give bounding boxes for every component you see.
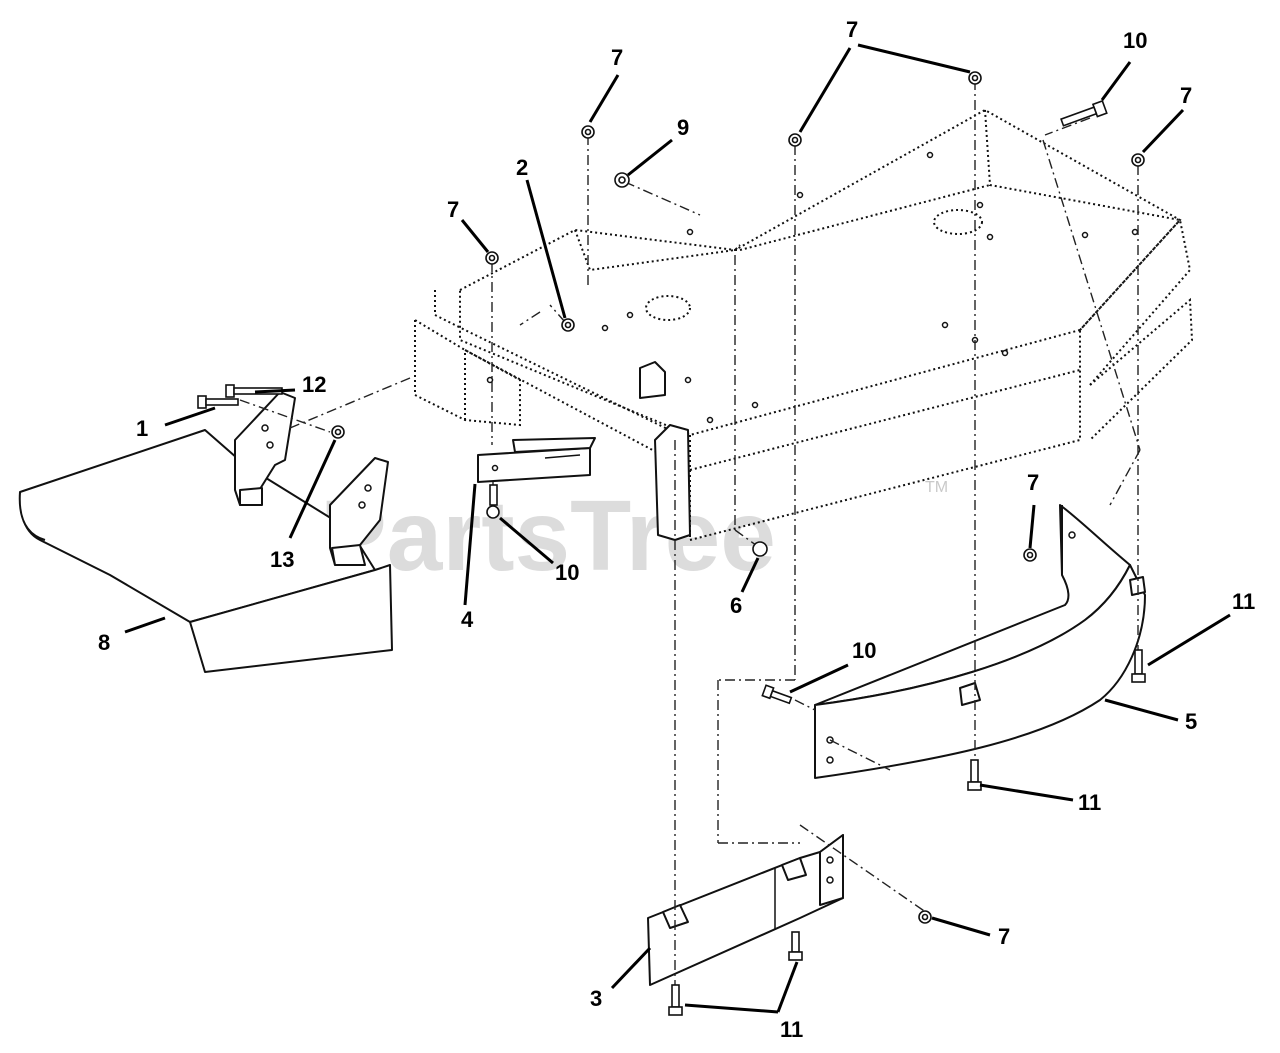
callout-11: 11 <box>780 1017 803 1042</box>
callout-10: 10 <box>852 638 876 663</box>
leader-lines <box>124 43 1231 1014</box>
deck-top-ridge <box>574 229 741 272</box>
nut-icon <box>788 133 802 147</box>
deck-skirt-band <box>689 369 1081 471</box>
part-8-deflector <box>18 429 393 673</box>
nut-icon <box>968 71 982 85</box>
deck-side-lip <box>1089 297 1194 441</box>
bolt-icon <box>1060 99 1108 127</box>
callout-3: 3 <box>590 986 602 1011</box>
callout-7: 7 <box>1180 83 1192 108</box>
callout-11: 11 <box>1232 589 1255 614</box>
callout-7: 7 <box>1027 470 1039 495</box>
callout-6: 6 <box>730 593 742 618</box>
callout-7: 7 <box>846 17 858 42</box>
deck-top-crease <box>735 184 991 251</box>
nut-icon <box>1131 153 1145 167</box>
callout-13: 13 <box>270 547 294 572</box>
lower-baffle-clip-right <box>781 857 807 881</box>
callout-2: 2 <box>516 155 528 180</box>
nut-icon <box>561 318 575 332</box>
hinge-bracket-left <box>234 391 296 506</box>
deck-front-bracket <box>654 424 691 541</box>
bolt-icon <box>197 395 239 409</box>
callout-9: 9 <box>677 115 689 140</box>
spindle-opening-front <box>645 295 691 321</box>
watermark-text: PartsTree <box>320 480 776 592</box>
bolt-icon <box>967 759 982 791</box>
clip-icon <box>752 541 768 557</box>
baffle-clip <box>959 682 981 706</box>
bracket-top-flange <box>512 437 596 453</box>
part-3-lower-baffle <box>647 834 844 986</box>
deck-front-block <box>414 318 521 427</box>
hinge-bracket-left-foot <box>239 487 263 506</box>
watermark: PartsTree TM <box>320 479 948 592</box>
nut-icon <box>1023 548 1037 562</box>
bracket-hole <box>491 464 499 472</box>
callout-7: 7 <box>447 197 459 222</box>
nut-icon <box>485 251 499 265</box>
nut-icon <box>918 910 932 924</box>
lower-baffle-end <box>819 834 844 906</box>
hinge-bracket-right-foot <box>331 544 366 566</box>
alignment-lines <box>239 80 1141 1005</box>
deck-side-tab <box>639 361 666 399</box>
watermark-trademark: TM <box>925 479 948 496</box>
callout-5: 5 <box>1185 709 1197 734</box>
deck-top-outline <box>459 108 1182 437</box>
callout-labels: 7 9 2 7 7 10 7 12 1 13 10 4 8 6 7 10 11 … <box>98 17 1255 1042</box>
deck-top-ridge-rear <box>984 109 1181 221</box>
spindle-opening-rear <box>933 209 983 235</box>
nut-icon <box>614 172 630 188</box>
nut-icon <box>331 425 345 439</box>
bolt-icon <box>761 684 793 705</box>
deck-front-skirt <box>689 330 1081 542</box>
bolt-icon <box>486 484 500 519</box>
callout-8: 8 <box>98 630 110 655</box>
callout-7: 7 <box>998 924 1010 949</box>
deflector-front-lip <box>189 564 393 673</box>
deck-front-edge <box>434 290 691 441</box>
callout-11: 11 <box>1078 790 1101 815</box>
callout-12: 12 <box>302 372 326 397</box>
mower-deck-housing <box>414 108 1194 542</box>
part-4-bracket <box>477 437 596 483</box>
bolt-icon <box>1131 649 1146 683</box>
deck-side-skirt <box>1079 217 1192 386</box>
callout-7: 7 <box>611 45 623 70</box>
nut-icon <box>581 125 595 139</box>
deflector-curl <box>18 491 46 541</box>
callout-4: 4 <box>461 607 474 632</box>
callout-10: 10 <box>555 560 579 585</box>
bracket-detail-line <box>544 454 581 459</box>
bolt-icon <box>788 931 803 961</box>
deck-holes <box>486 151 1139 424</box>
bolt-icon <box>668 984 683 1016</box>
callout-10: 10 <box>1123 28 1147 53</box>
callout-1: 1 <box>136 416 148 441</box>
hinge-brackets <box>234 391 389 566</box>
